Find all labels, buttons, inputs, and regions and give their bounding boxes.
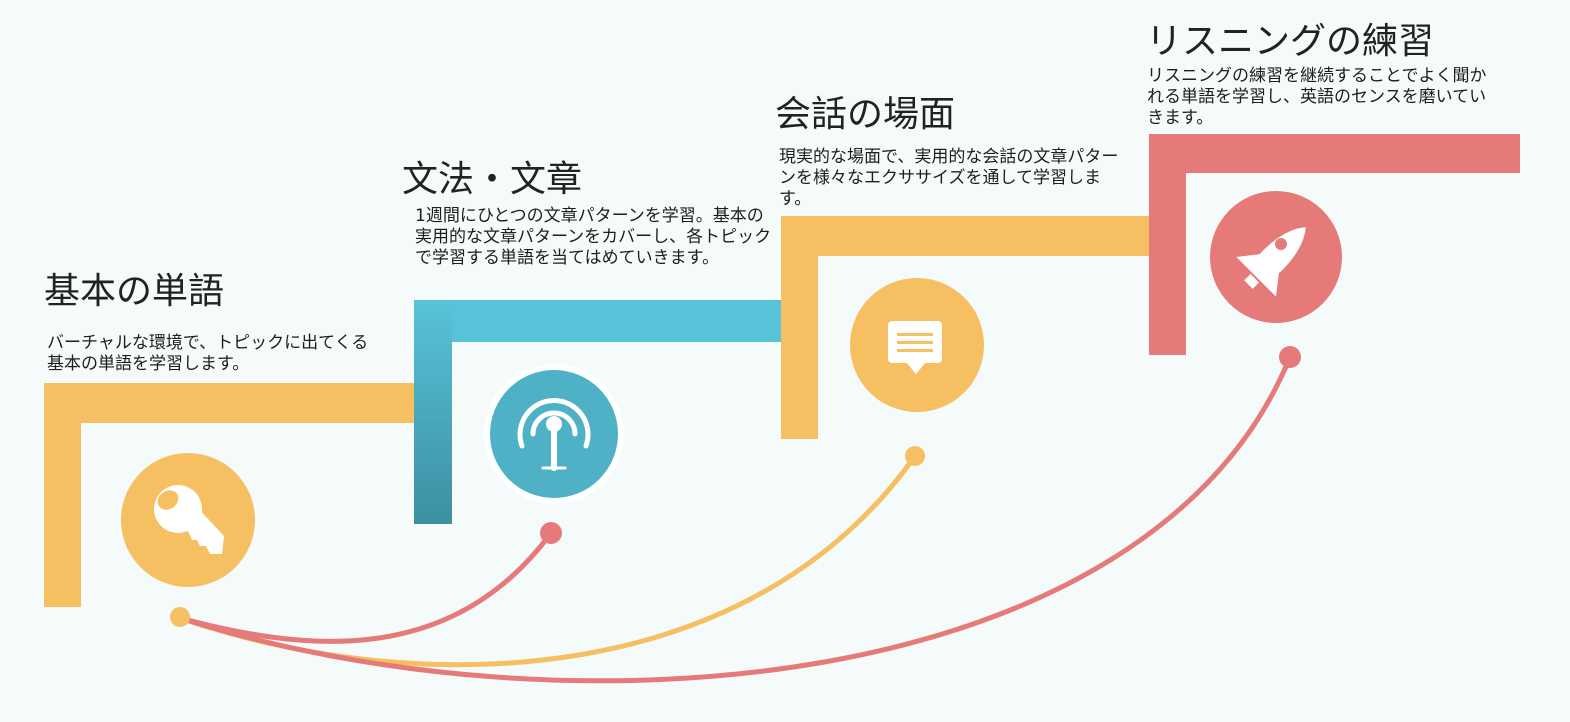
arc-end-dot-step2 — [540, 522, 562, 544]
podcast-icon — [517, 398, 591, 471]
rocket-icon — [1236, 227, 1306, 297]
step-4-title: リスニングの練習 — [1146, 21, 1435, 62]
step-3-bracket — [781, 216, 1153, 439]
arc-origin-dot — [170, 607, 190, 627]
step-4-description: リスニングの練習を継続することでよく聞かれる単語を学習し、英語のセンスを磨いてい… — [1147, 66, 1487, 128]
step-2-icon-circle — [484, 364, 624, 504]
step-3-description: 現実的な場面で、実用的な会話の文章パターンを様々なエクササイズを通して学習します… — [779, 147, 1119, 209]
step-1-description: バーチャルな環境で、トピックに出てくる基本の単語を学習します。 — [47, 333, 369, 374]
step-2-title: 文法・文章 — [402, 159, 583, 200]
step-1-title: 基本の単語 — [44, 271, 225, 312]
step-4-icon-circle — [1210, 191, 1342, 323]
step-1-icon-circle — [121, 453, 255, 587]
arc-end-dot-step4 — [1279, 346, 1301, 368]
step-2-description: 1週間にひとつの文章パターンを学習。基本の実用的な文章パターンをカバーし、各トピ… — [415, 206, 772, 268]
step-3-title: 会話の場面 — [775, 94, 956, 135]
arc-step1-step2 — [177, 530, 554, 644]
step-2-bracket — [414, 300, 786, 524]
connector-arcs — [177, 354, 1293, 684]
step-1-bracket — [44, 383, 416, 607]
arc-end-dot-step3 — [905, 446, 925, 466]
step-4-bracket — [1149, 134, 1520, 355]
arc-step1-step4 — [177, 354, 1293, 684]
chat-icon — [888, 321, 942, 374]
step-3-icon-circle — [850, 278, 984, 412]
